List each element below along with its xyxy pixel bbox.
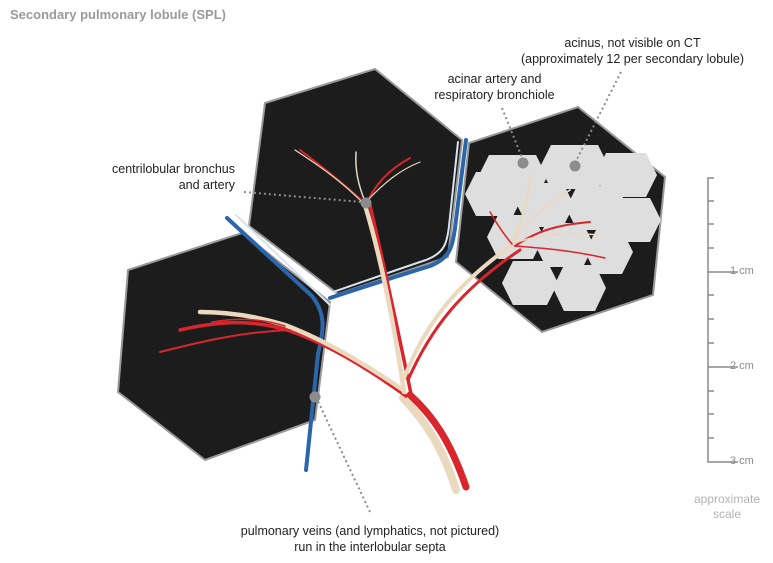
bronchovascular-bundles <box>159 149 606 494</box>
pointer-dot-veins <box>309 391 321 403</box>
leader-line-acinus <box>574 71 622 164</box>
acinus-hexagon <box>502 261 558 305</box>
pointer-dots <box>309 157 581 403</box>
lobule-left <box>116 231 332 462</box>
pointer-dot-acinar-artery <box>517 157 529 169</box>
pointer-dot-acinus <box>569 160 581 172</box>
label-acinar-artery: acinar artery and respiratory bronchiole <box>434 72 555 102</box>
leader-line-acinar-artery <box>501 107 524 161</box>
lobule-top <box>247 67 464 296</box>
scale-caption: approximate scale <box>693 492 761 521</box>
acinus-hexagon <box>465 172 524 216</box>
acinus-hexagon <box>553 265 606 311</box>
diagram-title: Secondary pulmonary lobule (SPL) <box>10 7 226 22</box>
pointer-dot-centrilobular <box>360 197 372 209</box>
pulmonary-veins <box>225 138 468 472</box>
acinus-hexagon <box>611 198 661 242</box>
scale-tick-1cm: 1 cm <box>730 265 754 277</box>
scale-tick-3cm: 3 cm <box>730 455 754 467</box>
scale-bar <box>707 177 738 463</box>
leader-line-veins <box>315 396 371 513</box>
scale-tick-2cm: 2 cm <box>730 360 754 372</box>
label-acinus: acinus, not visible on CT (approximately… <box>520 36 745 66</box>
acini-group <box>465 145 661 311</box>
leader-lines <box>243 71 622 513</box>
label-centrilobular: centrilobular bronchus and artery <box>112 162 235 192</box>
acinus-hexagon <box>535 223 594 267</box>
label-veins: pulmonary veins (and lymphatics, not pic… <box>240 524 500 554</box>
acinus-hexagon <box>585 230 633 274</box>
